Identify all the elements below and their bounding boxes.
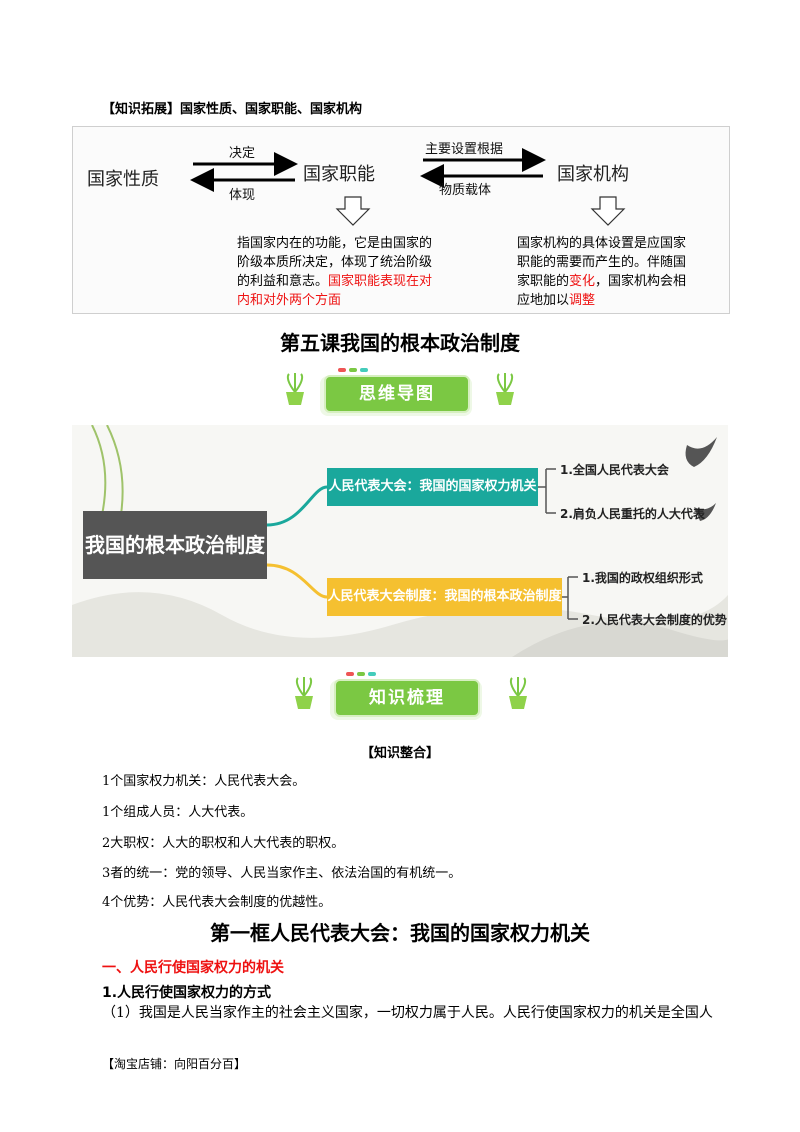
integration-item: 4个优势：人民代表大会制度的优越性。: [102, 895, 332, 910]
banner-dot: [357, 672, 365, 676]
concept-diagram: 国家性质 国家职能 国家机构 决定 体现 主要设置根据 物质载体 指国家内在的功…: [72, 126, 730, 314]
diagram-arrows: [190, 148, 626, 226]
integration-item: 1个组成人员：人大代表。: [102, 805, 254, 820]
lesson-title: 第五课我国的根本政治制度: [280, 331, 520, 355]
section-heading: 一、人民行使国家权力的机关: [102, 960, 284, 976]
mindmap-decor: [72, 425, 728, 657]
mindmap-leaf: 1.全国人民代表大会: [560, 463, 669, 477]
mindmap-leaf: 1.我国的政权组织形式: [582, 571, 703, 585]
footer-note: 【淘宝店铺：向阳百分百】: [102, 1057, 247, 1071]
down-arrow-organs: [590, 196, 626, 226]
plant-icon: [493, 372, 517, 410]
integration-item: 3者的统一：党的领导、人民当家作主、依法治国的有机统一。: [102, 866, 462, 881]
subsection-heading: 1.人民行使国家权力的方式: [102, 985, 272, 1001]
label-main-basis: 主要设置根据: [425, 142, 504, 157]
integration-item: 1个国家权力机关：人民代表大会。: [102, 774, 306, 789]
label-decides: 决定: [229, 146, 256, 161]
mindmap-leaf: 2.人民代表大会制度的优势: [582, 613, 727, 627]
body-paragraph: （1）我国是人民当家作主的社会主义国家，一切权力属于人民。人民行使国家权力的机关…: [102, 1005, 713, 1021]
banner-dot: [368, 672, 376, 676]
mind-map: 我国的根本政治制度 人民代表大会：我国的国家权力机关 人民代表大会制度：我国的根…: [72, 425, 728, 657]
label-material-carrier: 物质载体: [439, 183, 492, 198]
mindmap-leaf: 2.肩负人民重托的人大代表: [560, 507, 705, 521]
node-functions: 国家职能: [303, 164, 375, 185]
mindmap-banner: 思维导图: [324, 375, 470, 413]
banner-dot: [338, 368, 346, 372]
mindmap-branch-2: 人民代表大会制度：我国的根本政治制度: [327, 578, 562, 616]
extension-title: 【知识拓展】国家性质、国家职能、国家机构: [102, 102, 363, 117]
plant-icon: [506, 676, 530, 714]
banner-dot: [360, 368, 368, 372]
label-reflects: 体现: [229, 188, 256, 203]
integration-title: 【知识整合】: [360, 746, 439, 761]
node-organs: 国家机构: [557, 164, 629, 185]
integration-item: 2大职权：人大的职权和人大代表的职权。: [102, 836, 345, 851]
down-arrow-functions: [335, 196, 371, 226]
frame-title: 第一框人民代表大会：我国的国家权力机关: [210, 921, 590, 945]
node-nature: 国家性质: [87, 169, 159, 190]
mindmap-root: 我国的根本政治制度: [83, 511, 267, 579]
organs-description: 国家机构的具体设置是应国家 职能的需要而产生的。伴随国 家职能的变化，国家机构会…: [517, 236, 687, 308]
banner-dot: [346, 672, 354, 676]
branch-line-1: [266, 485, 328, 527]
mindmap-branch-1: 人民代表大会：我国的国家权力机关: [327, 468, 538, 506]
plant-icon: [292, 676, 316, 714]
branch-line-2: [266, 563, 328, 599]
swallow-icon: [685, 437, 717, 467]
swallow-icon: [694, 503, 716, 521]
plant-icon: [283, 372, 307, 410]
knowledge-banner: 知识梳理: [334, 679, 480, 717]
banner-dot: [349, 368, 357, 372]
functions-description: 指国家内在的功能，它是由国家的 阶级本质所决定，体现了统治阶级 的利益和意志。国…: [237, 236, 433, 308]
